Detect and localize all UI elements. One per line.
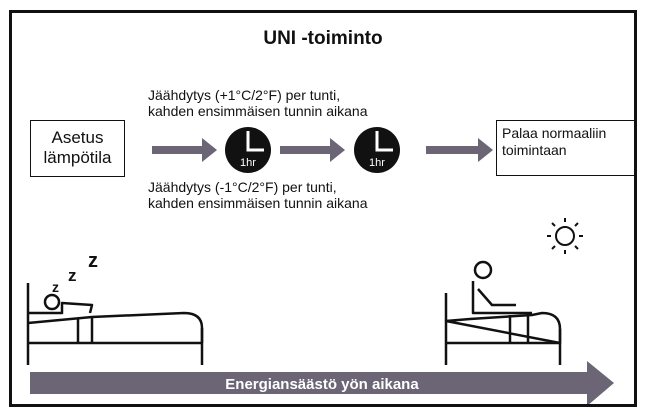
flow-arrow-1 bbox=[152, 138, 217, 162]
energy-saving-arrow bbox=[30, 361, 614, 404]
timer-label-2: 1hr bbox=[369, 157, 385, 169]
cooling-text-line-1: Jäähdytys (+1°C/2°F) per tunti, bbox=[148, 87, 341, 103]
diagram-frame: UNI -toiminto Jäähdytys (+1°C/2°F) per t… bbox=[9, 10, 637, 407]
cooling-text-line-2: kahden ensimmäisen tunnin aikana bbox=[148, 103, 368, 119]
end-box-line-2: toimintaan bbox=[502, 142, 567, 158]
start-box-line-1: Asetus bbox=[51, 128, 104, 147]
heating-text-line-1: Jäähdytys (-1°C/2°F) per tunti, bbox=[148, 179, 337, 195]
diagram-graphics: 1hr 1hr z z z bbox=[26, 127, 614, 404]
sleeping-person-icon bbox=[26, 283, 204, 365]
energy-saving-label: Energiansäästö yön aikana bbox=[225, 376, 419, 393]
sleep-letter-3: z bbox=[88, 250, 98, 272]
clock-icon: 1hr bbox=[225, 127, 271, 173]
sun-icon bbox=[547, 218, 583, 254]
flow-arrow-3 bbox=[426, 138, 493, 162]
start-box-line-2: lämpötila bbox=[43, 148, 112, 167]
sleep-letter-2: z bbox=[68, 266, 77, 285]
moon-icon bbox=[167, 233, 175, 249]
return-normal-box: Palaa normaaliin toimintaan bbox=[496, 120, 634, 176]
timer-label-1: 1hr bbox=[240, 157, 256, 169]
end-box-line-1: Palaa normaaliin bbox=[502, 125, 607, 141]
sitting-person-icon bbox=[444, 260, 562, 365]
start-temperature-box: Asetus lämpötila bbox=[30, 120, 125, 177]
diagram-title: UNI -toiminto bbox=[263, 28, 383, 49]
flow-arrow-2 bbox=[280, 138, 345, 162]
sleep-letter-1: z bbox=[52, 279, 59, 295]
clock-icon: 1hr bbox=[354, 127, 400, 173]
heating-text-line-2: kahden ensimmäisen tunnin aikana bbox=[148, 195, 368, 211]
